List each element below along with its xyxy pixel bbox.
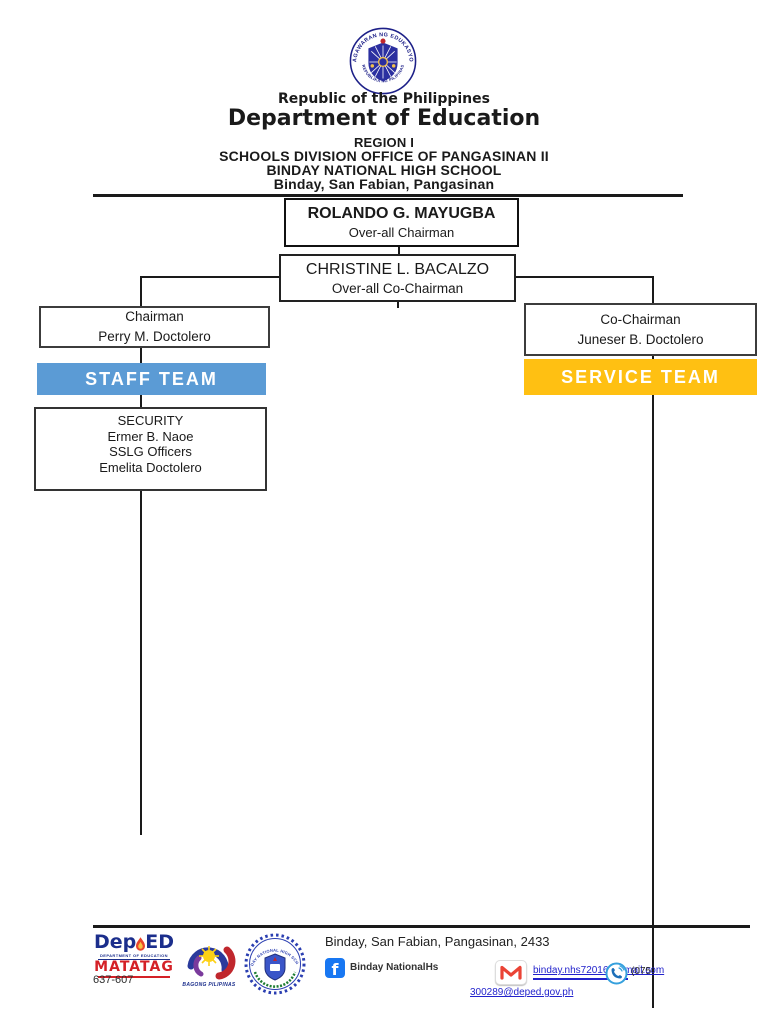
deped-logo-subtitle: DEPARTMENT OF EDUCATION	[100, 953, 168, 958]
matatag-tagline-bar	[98, 976, 170, 978]
header-rule	[93, 194, 683, 197]
overall-chairman-title: Over-all Chairman	[348, 225, 455, 240]
bagong-pilipinas-logo: BAGONG PILIPINAS	[176, 934, 242, 988]
overall-cochairman-box: CHRISTINE L. BACALZO Over-all Co-Chairma…	[279, 254, 516, 302]
connector-stub	[398, 247, 400, 255]
overall-cochairman-title: Over-all Co-Chairman	[331, 280, 464, 296]
cochairman-title: Co-Chairman	[600, 311, 681, 327]
deped-email-link[interactable]: 300289@deped.gov.ph	[470, 987, 574, 998]
bagong-pilipinas-label: BAGONG PILIPINAS	[182, 982, 236, 988]
staff-team-banner: STAFF TEAM	[37, 363, 266, 395]
facebook-icon: f	[325, 958, 345, 978]
gmail-link[interactable]: binday.nhs72016@gmail.com	[533, 965, 665, 976]
connector-vertical-left	[140, 276, 142, 306]
division-line: SCHOOLS DIVISION OFFICE OF PANGASINAN II	[219, 148, 549, 164]
phone-icon	[605, 962, 628, 985]
cochairman-box: Co-Chairman Juneser B. Doctolero	[524, 303, 757, 356]
region-line: REGION I	[353, 135, 415, 150]
link-underline	[533, 978, 628, 980]
security-unit-line: SSLG Officers	[109, 444, 192, 459]
footer-rule	[93, 925, 750, 928]
connector-horizontal-left	[140, 276, 279, 278]
matatag-label: MATATAG	[94, 959, 174, 975]
footer-address: Binday, San Fabian, Pangasinan, 2433	[325, 934, 550, 949]
connector-vertical-left-long	[140, 491, 142, 835]
connector-stub	[397, 302, 399, 308]
school-line: BINDAY NATIONAL HIGH SCHOOL	[266, 162, 502, 178]
connector-vertical-left	[140, 395, 142, 407]
connector-horizontal-right	[516, 276, 654, 278]
flame-icon	[136, 937, 146, 951]
school-seal-icon: BINDAY NATIONAL HIGH SCHOOL	[243, 930, 306, 995]
deped-logo-text-right: ED	[145, 931, 175, 953]
deped-seal-icon: KAGAWARAN NG EDUKASYON REPUBLIKA NG PILI…	[346, 26, 417, 95]
facebook-label: Binday NationalHs	[350, 962, 439, 973]
service-team-banner: SERVICE TEAM	[524, 359, 757, 395]
service-team-label: SERVICE TEAM	[561, 366, 720, 387]
cochairman-name: Juneser B. Doctolero	[577, 331, 704, 347]
security-unit-line: Ermer B. Naoe	[107, 428, 194, 444]
chairman-name: Perry M. Doctolero	[98, 329, 211, 344]
republic-line: Republic of the Philippines	[278, 91, 490, 107]
connector-vertical-right-long	[652, 356, 654, 1008]
overall-cochairman-name: CHRISTINE L. BACALZO	[305, 260, 490, 278]
connector-vertical-left	[140, 348, 142, 363]
phone-fragment: (075	[631, 966, 652, 977]
chairman-title: Chairman	[125, 309, 184, 324]
logo-divider	[98, 959, 170, 960]
gmail-icon	[495, 960, 527, 985]
overall-chairman-name: ROLANDO G. MAYUGBA	[307, 205, 496, 222]
overall-chairman-box: ROLANDO G. MAYUGBA Over-all Chairman	[284, 198, 519, 247]
deped-logo-text-left: Dep	[93, 931, 137, 953]
deped-matatag-logo: Dep ED DEPARTMENT OF EDUCATION MATATAG	[93, 931, 175, 978]
school-address-line: Binday, San Fabian, Pangasinan	[273, 176, 495, 192]
security-unit-line: SECURITY	[117, 413, 184, 428]
security-unit-line: Emelita Doctolero	[99, 459, 202, 475]
facebook-glyph: f	[331, 960, 339, 979]
bagong-pilipinas-swirl-icon	[187, 946, 236, 980]
phone-fragment-left: 637-607	[93, 974, 134, 986]
chairman-box: Chairman Perry M. Doctolero	[39, 306, 270, 348]
security-unit-box: SECURITY Ermer B. Naoe SSLG Officers Eme…	[34, 407, 267, 491]
department-title: Department of Education	[227, 106, 541, 131]
staff-team-label: STAFF TEAM	[85, 368, 218, 389]
connector-vertical-right	[652, 276, 654, 303]
